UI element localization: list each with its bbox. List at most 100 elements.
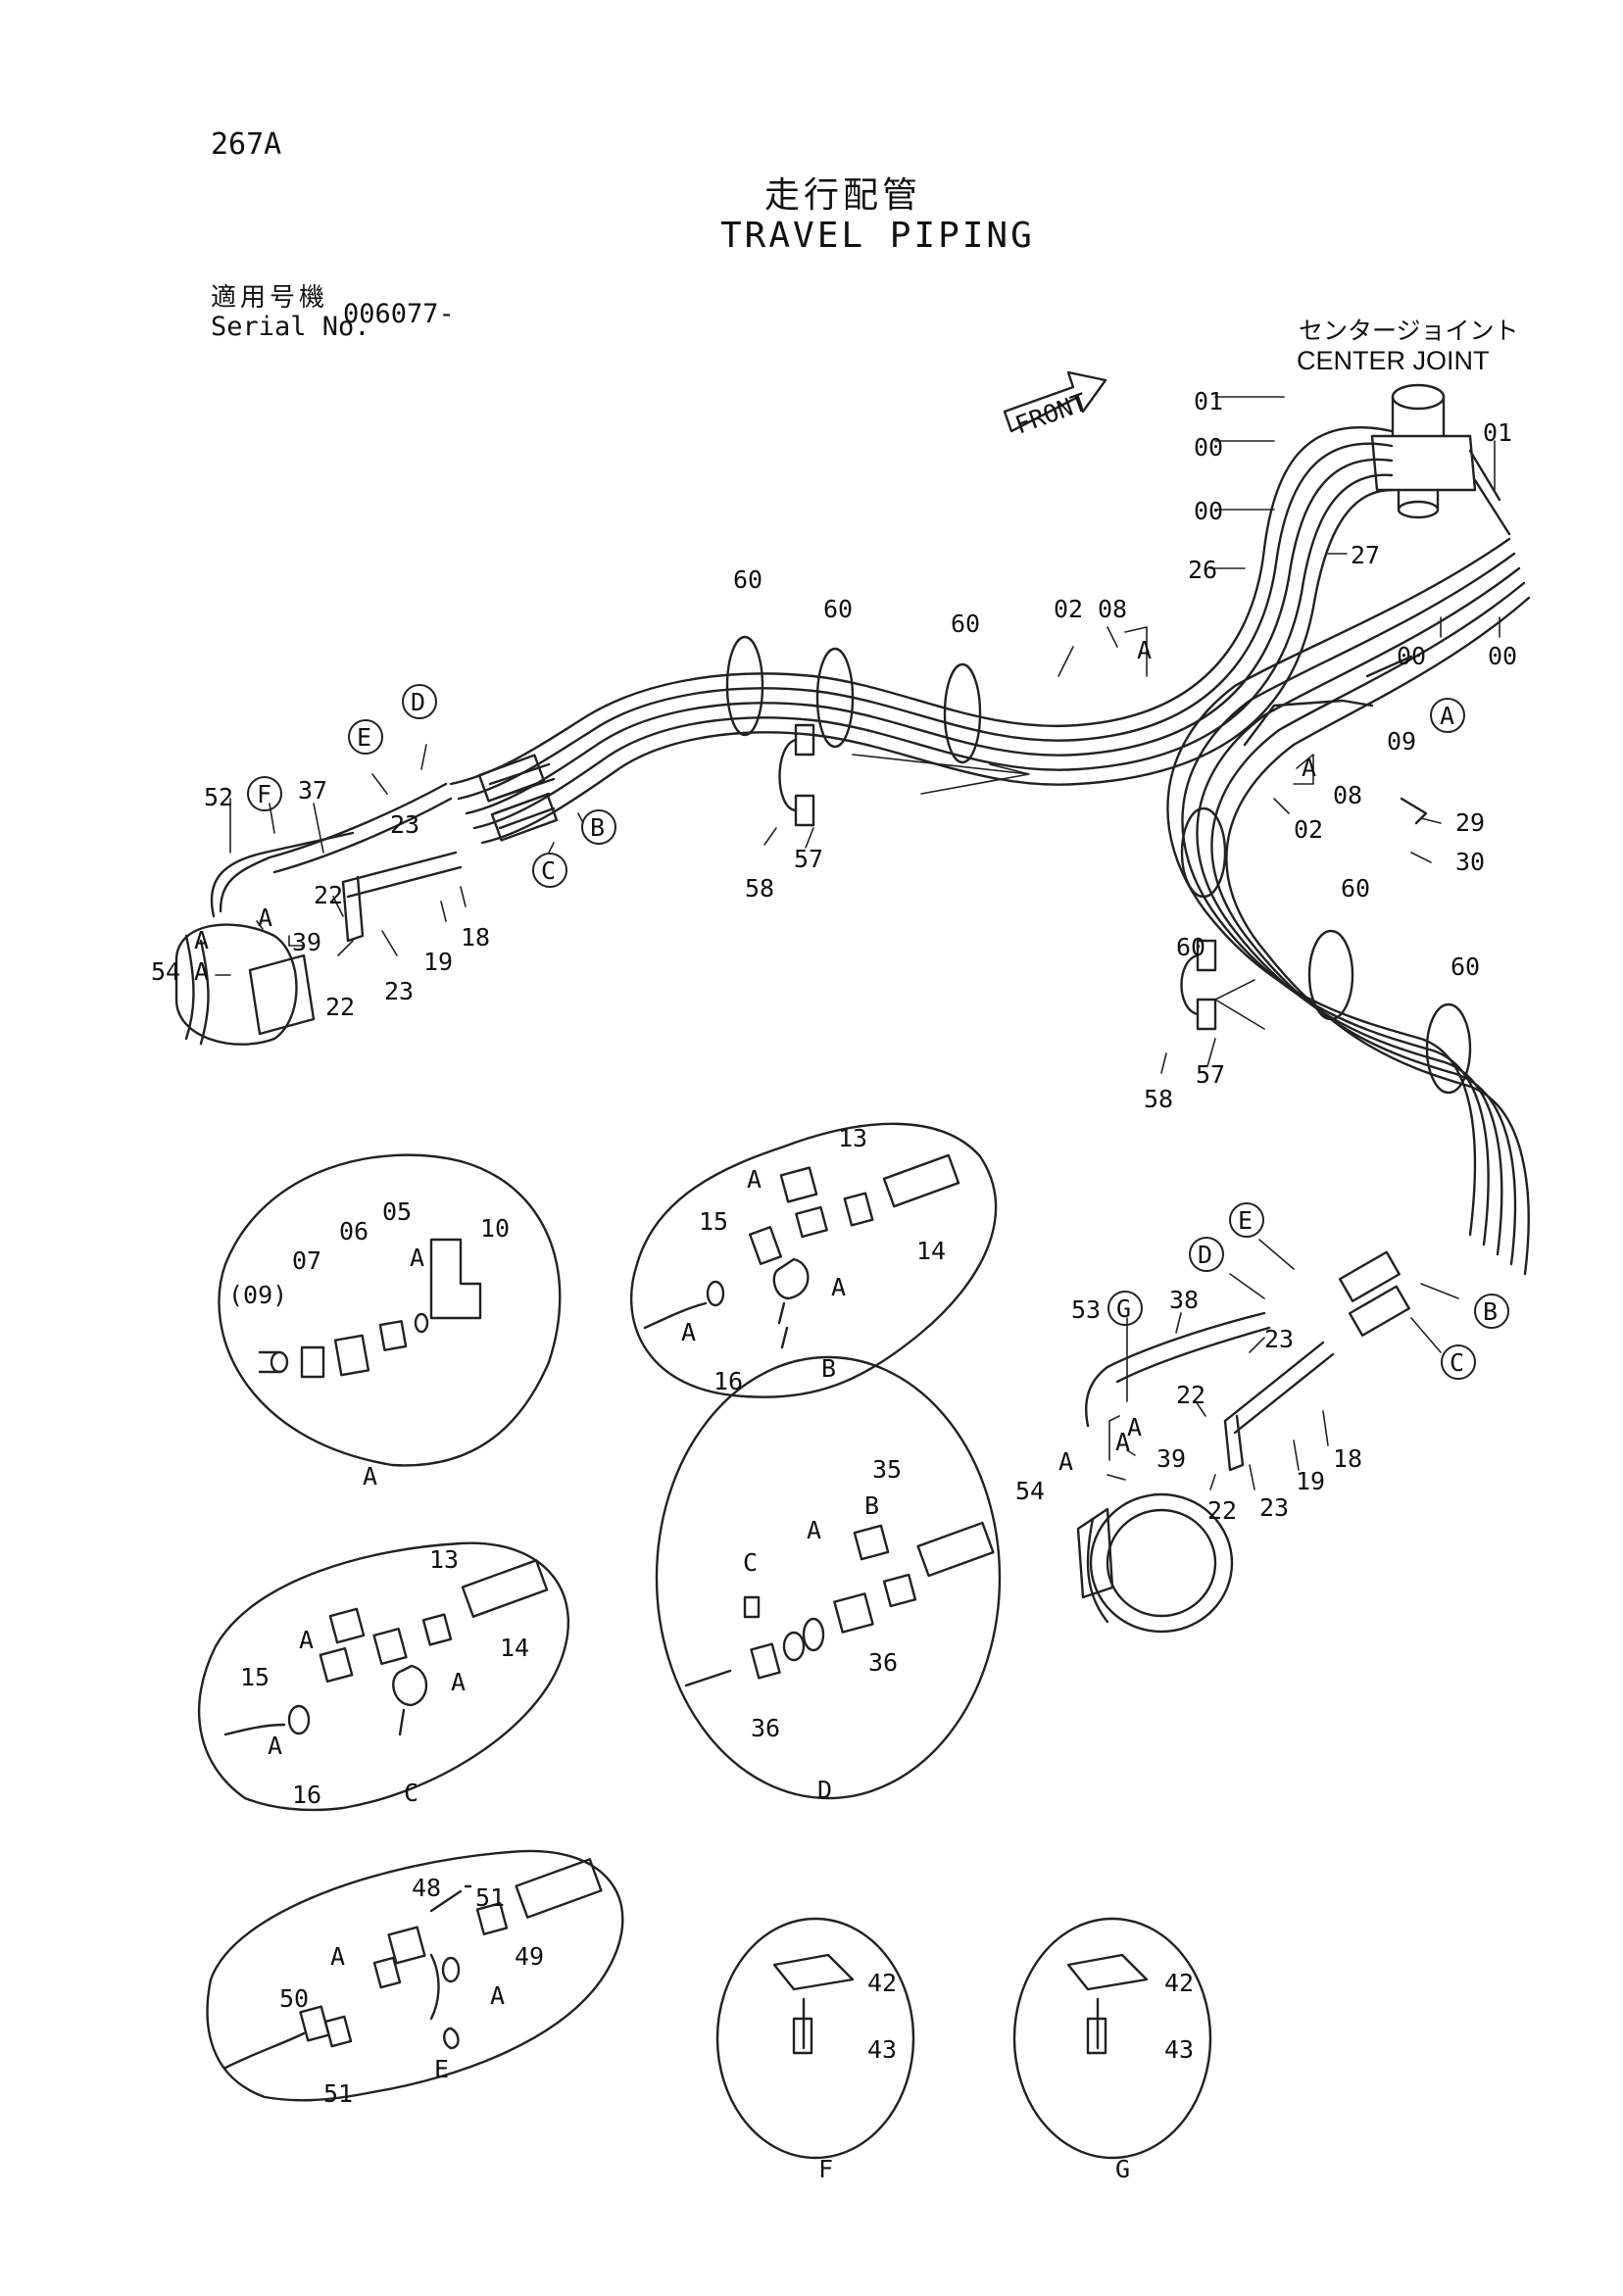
detail-G-label: G xyxy=(1115,2155,1130,2183)
callout-23: 23 xyxy=(1259,1493,1289,1522)
front-arrow xyxy=(1003,370,1107,433)
right-motor-piping xyxy=(1085,1250,1410,1472)
callout-22: 22 xyxy=(1207,1496,1237,1525)
detail-D-part-36: 36 xyxy=(751,1714,780,1742)
callout-A: A xyxy=(1302,754,1316,782)
marker-D: D xyxy=(411,688,425,716)
detail-E-part-51: 51 xyxy=(323,2079,353,2108)
callout-27: 27 xyxy=(1351,541,1380,569)
callout-60: 60 xyxy=(733,565,762,594)
right-travel-motor xyxy=(1076,1492,1234,1634)
callout-01: 01 xyxy=(1483,418,1512,447)
page-number: 267A xyxy=(211,127,282,162)
center-joint-label-japanese: センタージョイント xyxy=(1299,317,1519,345)
marker-F: F xyxy=(257,780,271,808)
detail-F-part-43: 43 xyxy=(867,2035,897,2064)
callout-58: 58 xyxy=(1144,1085,1173,1113)
center-joint-label-english: CENTER JOINT xyxy=(1297,346,1490,375)
callout-39: 39 xyxy=(1156,1444,1186,1473)
callout-A: A xyxy=(258,904,272,932)
marker-C: C xyxy=(1450,1348,1464,1377)
marker-E: E xyxy=(357,723,371,752)
marker-D: D xyxy=(1198,1241,1212,1269)
bracket-57-right xyxy=(1180,939,1217,1031)
detail-C-part-14: 14 xyxy=(500,1634,529,1662)
callout-39: 39 xyxy=(292,928,321,956)
callout-38: 38 xyxy=(1169,1286,1199,1314)
hose-bundle-left xyxy=(449,425,1394,845)
callout-30: 30 xyxy=(1455,848,1485,876)
marker-B: B xyxy=(1483,1297,1498,1326)
detail-B-part-13: 13 xyxy=(838,1124,867,1152)
left-motor-piping xyxy=(210,754,559,943)
detail-C-label: C xyxy=(404,1779,418,1807)
callout-60: 60 xyxy=(1176,933,1205,961)
clamp-60-group xyxy=(725,635,1472,1095)
detail-D-ref-B: B xyxy=(864,1491,879,1520)
detail-D-part-36: 36 xyxy=(868,1648,898,1677)
detail-D-circle xyxy=(655,1355,1002,1800)
callout-00: 00 xyxy=(1488,642,1517,670)
callout-52: 52 xyxy=(204,783,233,811)
callout-23: 23 xyxy=(384,977,414,1005)
callout-A: A xyxy=(1115,1428,1130,1456)
detail-B-part-14: 14 xyxy=(916,1237,946,1265)
hose-bundle-right xyxy=(1166,537,1531,1276)
callout-18: 18 xyxy=(1333,1444,1362,1473)
callout-53: 53 xyxy=(1071,1295,1101,1324)
detail-C-part-13: 13 xyxy=(429,1545,459,1574)
detail-B-ref-A: A xyxy=(747,1165,762,1194)
callout-08: 08 xyxy=(1333,781,1362,809)
detail-A-circle xyxy=(218,1153,562,1467)
detail-C-circle xyxy=(197,1541,569,1812)
callout-A: A xyxy=(1137,636,1152,664)
detail-F-circle xyxy=(715,1917,915,2160)
callout-02: 02 xyxy=(1294,815,1323,844)
detail-C-ref-A: A xyxy=(299,1626,314,1654)
detail-C-part-16: 16 xyxy=(292,1781,321,1809)
marker-C: C xyxy=(541,856,556,885)
marker-E: E xyxy=(1238,1206,1253,1235)
callout-60: 60 xyxy=(1451,953,1480,981)
detail-D-ref-A: A xyxy=(807,1516,821,1544)
detail-B-circle xyxy=(629,1122,998,1398)
callout-A: A xyxy=(194,957,209,986)
detail-E-part-48: 48 xyxy=(412,1874,441,1902)
callout-08: 08 xyxy=(1098,595,1127,623)
detail-A-part-07: 07 xyxy=(292,1246,321,1275)
detail-E-label: E xyxy=(434,2055,449,2083)
callout-00: 00 xyxy=(1194,497,1223,525)
detail-A-part-06: 06 xyxy=(339,1217,369,1246)
callout-00: 00 xyxy=(1194,433,1223,462)
detail-C-ref-A: A xyxy=(268,1732,282,1760)
detail-D-ref-C: C xyxy=(743,1548,758,1577)
detail-A-part-05: 05 xyxy=(382,1197,412,1226)
callout-A: A xyxy=(194,926,209,954)
detail-A-ref-A: A xyxy=(410,1244,424,1272)
callout-58: 58 xyxy=(745,874,774,903)
detail-A-part-09: (09) xyxy=(228,1281,287,1309)
detail-G-part-43: 43 xyxy=(1164,2035,1194,2064)
callout-18: 18 xyxy=(461,923,490,952)
detail-B-part-16: 16 xyxy=(713,1367,743,1395)
serial-label-japanese: 適用号機 xyxy=(211,283,329,313)
detail-F-part-42: 42 xyxy=(867,1969,897,1997)
title-japanese: 走行配管 xyxy=(764,175,922,216)
detail-E-part-50: 50 xyxy=(279,1984,309,2013)
callout-29: 29 xyxy=(1455,808,1485,837)
detail-C-part-15: 15 xyxy=(240,1663,270,1691)
callout-09: 09 xyxy=(1387,727,1416,756)
callout-23: 23 xyxy=(390,810,419,839)
detail-D-label: D xyxy=(817,1776,832,1804)
detail-D-part-35: 35 xyxy=(872,1455,902,1484)
marker-G: G xyxy=(1116,1295,1131,1323)
callout-01: 01 xyxy=(1194,387,1223,415)
detail-B-ref-A: A xyxy=(831,1273,846,1301)
callout-22: 22 xyxy=(314,881,343,909)
detail-B-ref-A: A xyxy=(681,1318,696,1346)
callout-60: 60 xyxy=(951,610,980,638)
pipe-09 xyxy=(1243,655,1428,825)
detail-C-ref-A: A xyxy=(451,1668,466,1696)
marker-A: A xyxy=(1440,702,1454,730)
detail-B-label: B xyxy=(821,1354,836,1383)
